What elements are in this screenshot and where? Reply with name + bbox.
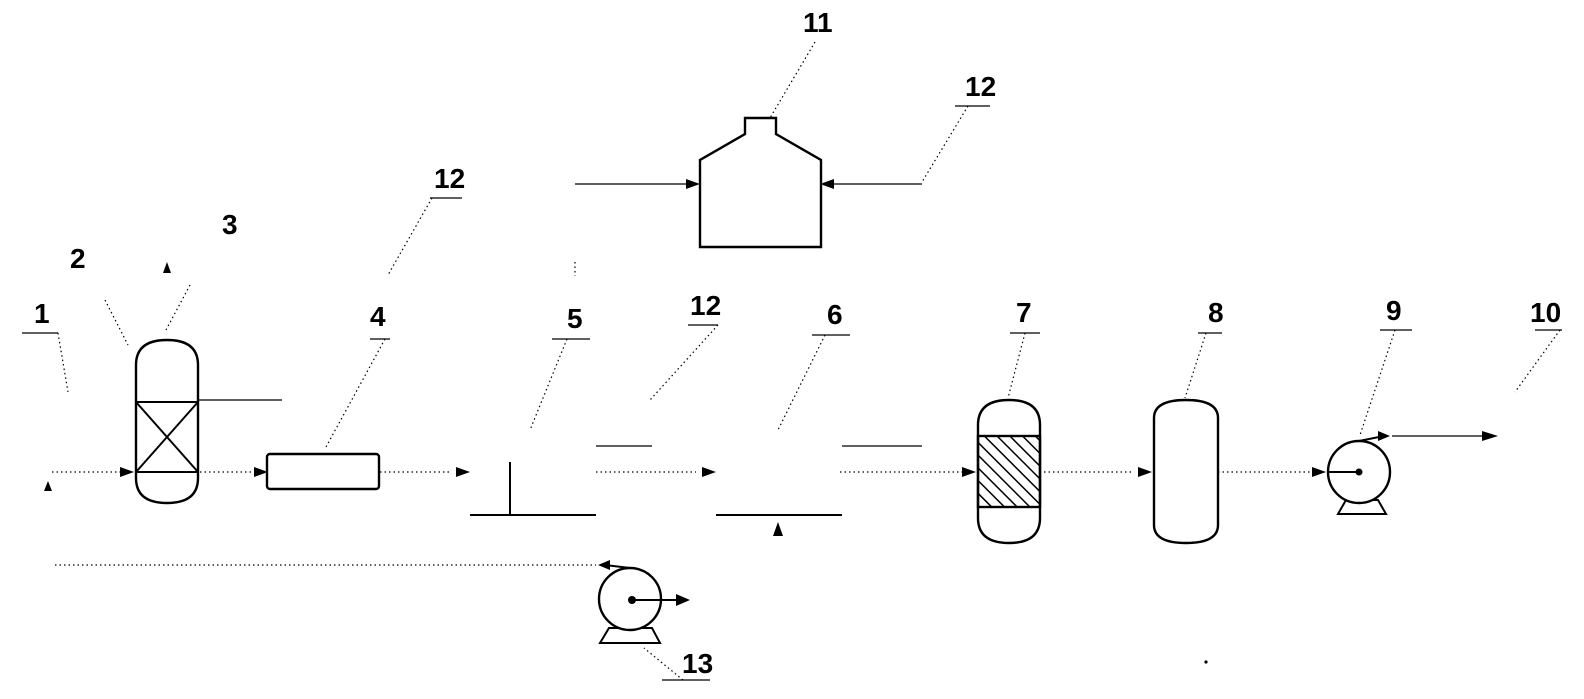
labels: 1 2 3 4 5 6 7 8 9 10 11 12 12 12 13 [34,7,1561,679]
pump-9 [1326,431,1392,515]
label-underlines [22,105,1562,681]
unit-4 [265,452,381,491]
arrow-vent-up-icon [163,262,171,273]
arrow-into-2-icon [120,467,134,477]
column-2 [134,338,200,505]
label-8: 8 [1208,297,1224,328]
label-5: 5 [567,303,583,334]
stray-mark [1204,660,1208,664]
label-3: 3 [222,209,238,240]
label-13: 13 [682,648,713,679]
label-7: 7 [1016,297,1032,328]
arrow-feed-up-icon [44,481,52,491]
process-lines [52,183,1484,566]
label-9: 9 [1386,295,1402,326]
arrow-out-10-icon [1482,431,1498,441]
arrow-heads [44,179,1498,536]
label-4: 4 [370,301,386,332]
arrow-6-bottom-up-icon [773,522,783,536]
arrow-into-7-icon [962,467,976,477]
separator-5 [470,462,596,516]
label-6: 6 [827,299,843,330]
arrow-into-6-icon [702,467,716,477]
arrow-into-11-right-icon [820,179,834,189]
label-1: 1 [34,298,50,329]
label-10: 10 [1530,297,1561,328]
label-11: 11 [803,7,833,38]
pump-13 [597,560,690,644]
arrow-into-8-icon [1138,467,1152,477]
label-2: 2 [70,243,86,274]
leader-lines [57,41,1561,681]
label-12-mid: 12 [690,290,721,321]
label-12-top: 12 [965,71,996,102]
arrow-into-4-icon [254,467,268,477]
tank-11 [698,116,823,249]
vessel-8 [1152,398,1220,545]
label-12-left: 12 [434,163,465,194]
reactor-7 [976,398,1042,545]
arrow-into-9-icon [1312,467,1326,477]
arrow-into-11-left-icon [686,179,700,189]
arrow-into-5-icon [456,467,470,477]
